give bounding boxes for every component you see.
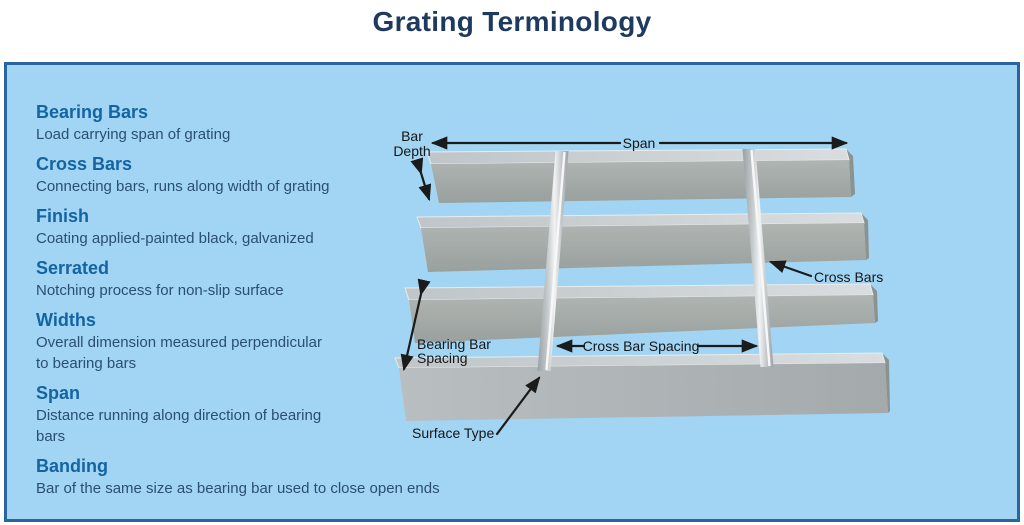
bearing-bar-spacing-label: Bearing Bar [417, 336, 491, 352]
term-name: Banding [36, 456, 108, 476]
bearing-bar [416, 212, 869, 272]
cross-bar-rod [537, 151, 569, 371]
term-name: Cross Bars [36, 154, 133, 174]
bearing-bar [426, 148, 855, 203]
term-name: Widths [36, 310, 96, 330]
cross-bars-arrow [768, 260, 813, 278]
bearing-bar-spacing-label: Spacing [417, 350, 468, 366]
term-description: Coating applied-painted black, galvanize… [36, 230, 314, 247]
term-description: Notching process for non-slip surface [36, 282, 284, 299]
cross-bar-rod [742, 149, 774, 367]
term-description: Load carrying span of grating [36, 126, 231, 143]
term-name: Serrated [36, 258, 110, 278]
term-description: Distance running along direction of bear… [36, 407, 322, 445]
bearing-bar [394, 352, 890, 421]
bearing-bar [404, 283, 878, 343]
bearing-bar-spacing-arrow [400, 278, 431, 372]
bar-depth-label: Bar [401, 128, 423, 144]
surface-type-arrow [495, 376, 541, 436]
term-name: Bearing Bars [36, 102, 149, 122]
surface-type-label: Surface Type [412, 425, 494, 441]
term-name: Span [36, 383, 81, 403]
term-description: Overall dimension measured perpendicular… [36, 334, 322, 372]
bar-depth-arrow [410, 157, 432, 202]
cross-bars-label: Cross Bars [814, 269, 883, 285]
term-description: Connecting bars, runs along width of gra… [36, 178, 330, 195]
term-description: Bar of the same size as bearing bar used… [36, 480, 440, 497]
page-title: Grating Terminology [372, 6, 652, 37]
span-label: Span [623, 135, 656, 151]
cross-bar-spacing-label: Cross Bar Spacing [583, 338, 700, 354]
term-name: Finish [36, 206, 89, 226]
grating-illustration: Span Bar Depth Cross Bars Bearing Bar Sp… [393, 128, 890, 441]
bar-depth-label: Depth [393, 143, 430, 159]
